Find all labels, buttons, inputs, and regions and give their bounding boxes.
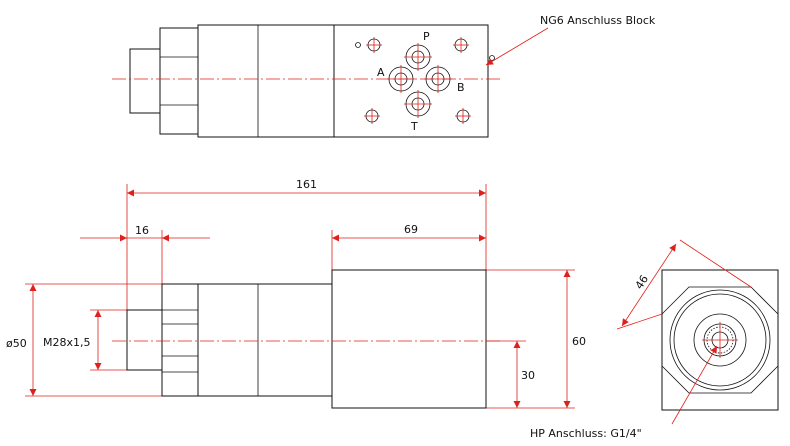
port-a [387, 65, 415, 93]
side-view: 161 16 69 ø50 M28x1,5 60 30 [6, 178, 586, 409]
nut-top [159, 27, 201, 135]
dim-block-length-label: 69 [404, 223, 418, 236]
port-a-label: A [377, 66, 385, 79]
bore-circle [693, 313, 747, 367]
ng6-block-top [333, 24, 489, 138]
thread-stub-top [129, 48, 163, 114]
dim-block-height-label: 60 [572, 335, 586, 348]
mounting-holes [355, 37, 495, 124]
dim-diameter-label: ø50 [6, 337, 27, 350]
ng6-leader [485, 27, 549, 66]
extension-line [616, 313, 663, 330]
thread-stub-side [126, 309, 165, 371]
hp-port-leader [671, 345, 718, 425]
port-p [404, 43, 432, 71]
dim-center-height-label: 30 [521, 369, 535, 382]
nut-chamfer-circle [673, 293, 767, 387]
top-view: P A B T NG6 Anschluss Block [112, 14, 656, 138]
hp-port-label: HP Anschluss: G1/4" [530, 427, 642, 440]
extension-line [679, 239, 752, 288]
valve-body-side [197, 283, 333, 397]
port-t-label: T [410, 120, 418, 133]
nut-outer-circle [669, 289, 771, 391]
pin-hole [489, 55, 495, 61]
ng6-block-side [331, 269, 487, 409]
port-b-label: B [457, 81, 465, 94]
pin-hole [355, 42, 361, 48]
port-b [424, 65, 452, 93]
ng6-block-label: NG6 Anschluss Block [540, 14, 656, 27]
end-view: 46 HP Anschluss: G1/4" [530, 239, 779, 440]
dim-nut-width-label: 16 [135, 224, 149, 237]
port-p-label: P [423, 30, 430, 43]
port-t [404, 90, 432, 118]
dim-overall-length-label: 161 [296, 178, 317, 191]
dim-thread-label: M28x1,5 [43, 336, 91, 349]
nut-side [161, 283, 203, 397]
valve-body-top [197, 24, 335, 138]
dim-across-flats-label: 46 [633, 273, 652, 292]
dim-across-flats [621, 243, 677, 327]
hex-nut-outline [661, 286, 779, 394]
